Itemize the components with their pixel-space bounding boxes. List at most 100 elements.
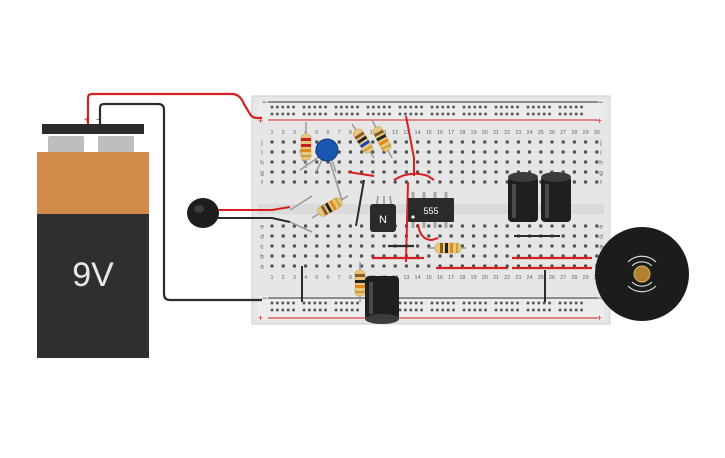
- rail-hole[interactable]: [414, 301, 418, 305]
- breadboard-hole[interactable]: [595, 160, 599, 164]
- breadboard-hole[interactable]: [595, 234, 599, 238]
- breadboard-hole[interactable]: [326, 224, 330, 228]
- rail-hole[interactable]: [436, 105, 439, 109]
- breadboard-hole[interactable]: [382, 170, 386, 174]
- breadboard-hole[interactable]: [516, 224, 520, 228]
- breadboard-hole[interactable]: [505, 244, 509, 248]
- breadboard-hole[interactable]: [382, 180, 386, 184]
- electrolytic-capacitor-3[interactable]: [365, 276, 399, 324]
- rail-hole[interactable]: [548, 105, 551, 109]
- rail-hole[interactable]: [462, 112, 466, 116]
- rail-hole[interactable]: [404, 301, 407, 305]
- breadboard-hole[interactable]: [494, 140, 498, 144]
- breadboard-hole[interactable]: [382, 150, 386, 154]
- rail-hole[interactable]: [276, 112, 279, 116]
- breadboard-hole[interactable]: [382, 160, 386, 164]
- breadboard-hole[interactable]: [416, 264, 420, 268]
- wire-red-down[interactable]: [405, 181, 409, 263]
- breadboard-hole[interactable]: [337, 180, 341, 184]
- breadboard-hole[interactable]: [281, 140, 285, 144]
- breadboard-hole[interactable]: [438, 140, 442, 144]
- breadboard-hole[interactable]: [449, 140, 453, 144]
- rail-hole[interactable]: [286, 112, 290, 116]
- breadboard-hole[interactable]: [483, 150, 487, 154]
- rail-hole[interactable]: [286, 308, 290, 312]
- breadboard-hole[interactable]: [382, 264, 386, 268]
- breadboard-hole[interactable]: [416, 244, 420, 248]
- breadboard-hole[interactable]: [371, 170, 375, 174]
- breadboard-hole[interactable]: [270, 254, 274, 258]
- rail-hole[interactable]: [281, 105, 285, 109]
- breadboard-hole[interactable]: [494, 264, 498, 268]
- breadboard-hole[interactable]: [494, 180, 498, 184]
- rail-hole[interactable]: [270, 308, 274, 312]
- rail-hole[interactable]: [382, 112, 386, 116]
- breadboard-hole[interactable]: [438, 234, 442, 238]
- breadboard-hole[interactable]: [449, 264, 453, 268]
- rail-hole[interactable]: [340, 112, 343, 116]
- rail-hole[interactable]: [542, 308, 546, 312]
- rail-hole[interactable]: [516, 112, 519, 116]
- breadboard-hole[interactable]: [572, 150, 576, 154]
- rail-hole[interactable]: [324, 105, 327, 109]
- breadboard-hole[interactable]: [292, 170, 296, 174]
- rail-hole[interactable]: [414, 112, 418, 116]
- breadboard-hole[interactable]: [483, 140, 487, 144]
- breadboard-hole[interactable]: [393, 234, 397, 238]
- breadboard-hole[interactable]: [550, 150, 554, 154]
- breadboard-hole[interactable]: [449, 160, 453, 164]
- rail-hole[interactable]: [505, 308, 509, 312]
- rail-hole[interactable]: [537, 301, 541, 305]
- breadboard-hole[interactable]: [572, 264, 576, 268]
- breadboard-hole[interactable]: [337, 264, 341, 268]
- resistor-6[interactable]: [354, 262, 366, 302]
- rail-hole[interactable]: [420, 105, 423, 109]
- rail-hole[interactable]: [324, 301, 327, 305]
- rail-hole[interactable]: [580, 105, 583, 109]
- breadboard-hole[interactable]: [539, 160, 543, 164]
- breadboard-hole[interactable]: [516, 264, 520, 268]
- rail-hole[interactable]: [398, 301, 402, 305]
- rail-hole[interactable]: [356, 105, 359, 109]
- breadboard-hole[interactable]: [584, 234, 588, 238]
- breadboard-hole[interactable]: [270, 150, 274, 154]
- breadboard-hole[interactable]: [561, 264, 565, 268]
- rail-hole[interactable]: [569, 301, 573, 305]
- breadboard-hole[interactable]: [371, 140, 375, 144]
- rail-hole[interactable]: [302, 308, 306, 312]
- breadboard-hole[interactable]: [427, 180, 431, 184]
- breadboard-hole[interactable]: [292, 150, 296, 154]
- breadboard-hole[interactable]: [427, 244, 431, 248]
- rail-hole[interactable]: [404, 105, 407, 109]
- breadboard-hole[interactable]: [382, 244, 386, 248]
- breadboard-hole[interactable]: [416, 254, 420, 258]
- breadboard-hole[interactable]: [393, 264, 397, 268]
- rail-hole[interactable]: [430, 301, 434, 305]
- breadboard-hole[interactable]: [326, 234, 330, 238]
- breadboard-hole[interactable]: [550, 170, 554, 174]
- breadboard-hole[interactable]: [270, 224, 274, 228]
- rail-hole[interactable]: [569, 308, 573, 312]
- rail-hole[interactable]: [334, 308, 338, 312]
- breadboard-hole[interactable]: [304, 244, 308, 248]
- rail-hole[interactable]: [398, 105, 402, 109]
- battery-red-wire[interactable]: [86, 92, 262, 124]
- rail-hole[interactable]: [580, 112, 583, 116]
- rail-hole[interactable]: [313, 308, 317, 312]
- rail-hole[interactable]: [350, 301, 354, 305]
- breadboard-hole[interactable]: [281, 160, 285, 164]
- breadboard-hole[interactable]: [382, 254, 386, 258]
- rail-hole[interactable]: [270, 112, 274, 116]
- breadboard-hole[interactable]: [337, 254, 341, 258]
- breadboard-hole[interactable]: [292, 224, 296, 228]
- wire-red-arc[interactable]: [393, 172, 435, 181]
- breadboard-hole[interactable]: [360, 224, 364, 228]
- electrolytic-capacitor-2[interactable]: [541, 172, 571, 222]
- breadboard-hole[interactable]: [292, 244, 296, 248]
- breadboard-hole[interactable]: [572, 244, 576, 248]
- breadboard-hole[interactable]: [449, 224, 453, 228]
- resistor-5[interactable]: [428, 242, 466, 254]
- breadboard-hole[interactable]: [505, 180, 509, 184]
- breadboard-hole[interactable]: [270, 234, 274, 238]
- rail-hole[interactable]: [564, 308, 567, 312]
